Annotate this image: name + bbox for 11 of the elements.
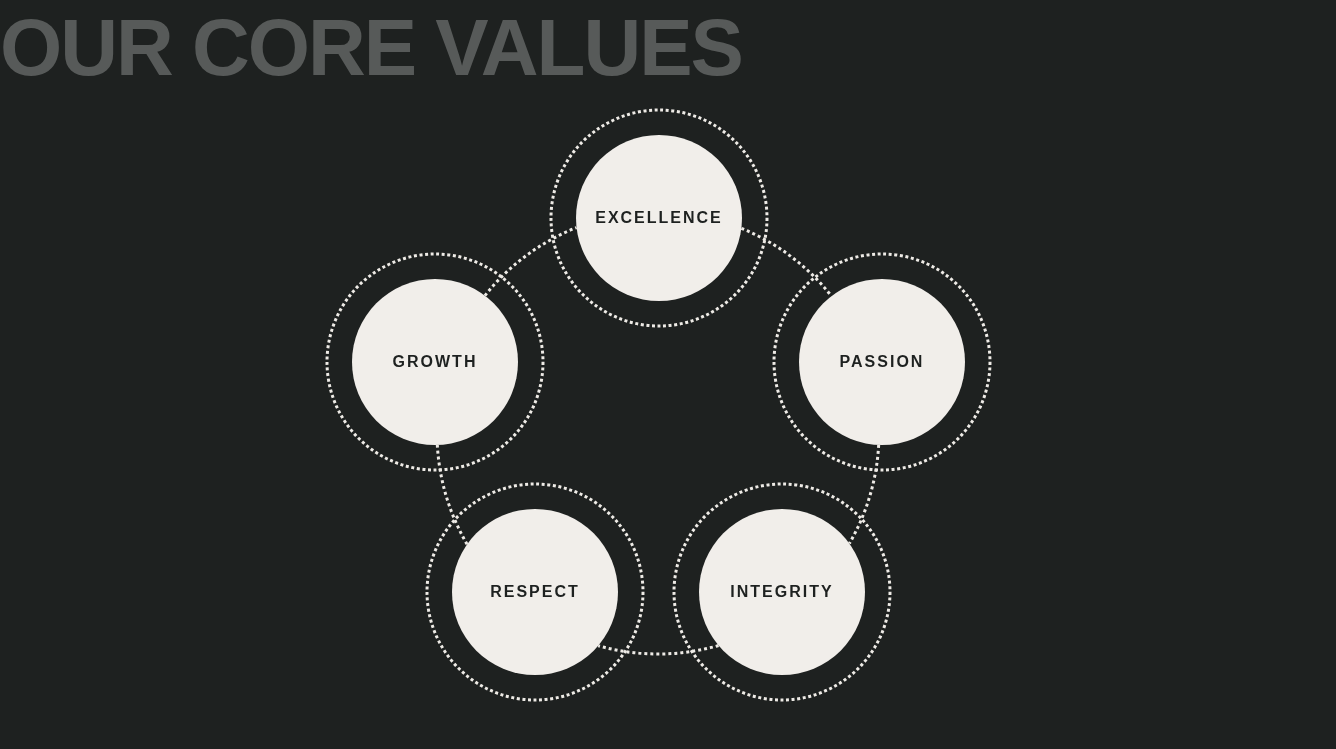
page-title: OUR CORE VALUES [0, 8, 742, 88]
value-label: INTEGRITY [730, 582, 834, 602]
connector-line [597, 644, 719, 656]
connector-line [435, 444, 469, 545]
connector-line [483, 226, 578, 297]
connector-line [740, 226, 833, 298]
value-label: PASSION [839, 352, 925, 372]
value-label: EXCELLENCE [595, 208, 723, 228]
value-label: GROWTH [392, 352, 478, 372]
connector-line [848, 444, 881, 545]
value-label: RESPECT [490, 582, 580, 602]
